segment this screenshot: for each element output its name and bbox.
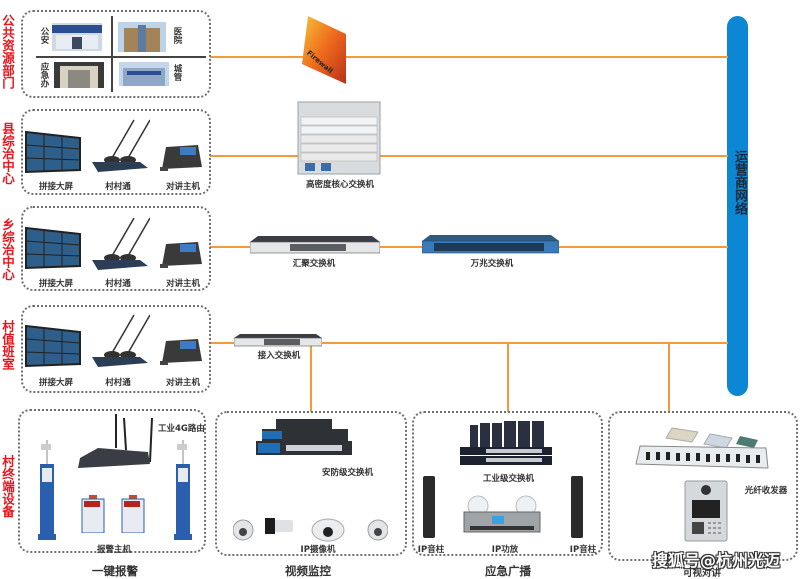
tier-label-terminal: 村终端设备 <box>0 455 15 518</box>
site-label-city-management: 城管 <box>172 64 182 81</box>
county-caption-village-broadcast: 村村通 <box>105 182 131 192</box>
village-caption-intercom-host: 对讲主机 <box>165 378 200 388</box>
public-departments-box <box>21 10 211 98</box>
county-caption-video-wall: 拼接大屏 <box>38 182 73 192</box>
link-drop-broadcast <box>507 344 509 412</box>
emergency-office-photo <box>54 62 104 88</box>
link-village-to-backbone <box>210 342 728 344</box>
township-center-box <box>21 206 211 291</box>
security-switch-icon <box>256 419 352 455</box>
ip-speaker-left-icon <box>423 476 435 538</box>
link-county-to-backbone <box>210 155 728 157</box>
village-video-wall-icon <box>25 324 81 368</box>
ip-speaker-right-icon <box>571 476 583 538</box>
township-conference-mic-icon <box>92 217 150 270</box>
ip-camera-label: IP摄像机 <box>300 545 336 555</box>
village-conference-mic-icon <box>92 314 150 367</box>
tengig-switch-icon <box>422 235 559 254</box>
alarm-pole-right-icon <box>174 440 192 540</box>
firewall-icon: Firewall <box>302 16 346 84</box>
tengig-switch-label: 万兆交换机 <box>470 259 514 269</box>
county-center-box <box>21 109 211 195</box>
ip-speaker-right-label: IP音柱 <box>569 545 597 555</box>
fiber-transceiver-icon <box>635 427 769 469</box>
watermark-text: 搜狐号@杭州光迈 <box>652 551 781 570</box>
city-management-photo <box>119 62 169 86</box>
county-intercom-phone-icon <box>160 145 202 171</box>
site-label-hospital: 医院 <box>172 27 182 44</box>
alarm-host-right-icon <box>121 495 145 533</box>
broadcast-section-title: 应急广播 <box>485 564 531 578</box>
village-intercom-phone-icon <box>160 339 202 365</box>
ip-amplifier-icon <box>463 495 541 533</box>
ip-speaker-left-label: IP音柱 <box>417 545 445 555</box>
industrial-switch-label: 工业级交换机 <box>483 474 535 484</box>
broadcast-section-box <box>412 411 603 556</box>
access-switch-label: 接入交换机 <box>257 351 301 361</box>
ip-camera-icons <box>233 518 388 542</box>
quadrant-divider-v <box>111 16 113 92</box>
site-label-emergency-office: 应急办 <box>39 62 49 88</box>
police-station-photo <box>52 23 102 51</box>
link-public-to-backbone <box>210 56 728 58</box>
aggregation-switch-label: 汇聚交换机 <box>292 259 336 269</box>
county-caption-intercom-host: 对讲主机 <box>165 182 200 192</box>
alarm-section-title: 一键报警 <box>92 564 138 578</box>
tier-label-township: 乡综治中心 <box>0 218 15 281</box>
industrial-switch-icon <box>460 421 552 465</box>
fiber-transceiver-label: 光纤收发器 <box>744 486 788 496</box>
security-switch-label: 安防级交换机 <box>322 468 374 478</box>
video-door-station-icon <box>684 480 728 542</box>
county-video-wall-icon <box>25 130 81 174</box>
township-intercom-phone-icon <box>160 242 202 268</box>
site-label-police: 公安 <box>39 27 49 44</box>
carrier-network-label: 运营商网络 <box>732 150 747 215</box>
ip-amplifier-label: IP功放 <box>491 545 519 555</box>
link-drop-video <box>310 344 312 412</box>
township-caption-intercom-host: 对讲主机 <box>165 279 200 289</box>
video-section-box <box>215 411 407 556</box>
township-video-wall-icon <box>25 226 81 270</box>
quadrant-divider-h <box>36 56 206 58</box>
core-switch-icon <box>297 101 381 175</box>
alarm-host-label: 报警主机 <box>96 545 131 555</box>
alarm-pole-left-icon <box>38 440 56 540</box>
tier-label-village: 村值班室 <box>0 320 15 370</box>
core-switch-label: 高密度核心交换机 <box>305 180 374 190</box>
hospital-photo <box>118 22 166 52</box>
aggregation-switch-icon <box>250 236 380 254</box>
intercom-section-box <box>608 411 798 561</box>
village-caption-video-wall: 拼接大屏 <box>38 378 73 388</box>
router-label: 工业4G路由 <box>158 424 205 434</box>
township-caption-video-wall: 拼接大屏 <box>38 279 73 289</box>
intercom-section-title: 可视对讲 <box>682 568 721 579</box>
alarm-host-left-icon <box>81 495 105 533</box>
village-duty-room-box <box>21 305 211 393</box>
access-switch-icon <box>234 334 322 347</box>
tier-label-county: 县综治中心 <box>0 122 15 185</box>
industrial-4g-router-icon <box>78 414 153 468</box>
alarm-section-box <box>18 409 206 553</box>
township-caption-village-broadcast: 村村通 <box>105 279 131 289</box>
county-conference-mic-icon <box>92 119 150 172</box>
village-caption-village-broadcast: 村村通 <box>105 378 131 388</box>
carrier-network-backbone <box>727 16 748 396</box>
link-drop-intercom <box>668 344 670 412</box>
tier-label-public: 公共资源部门 <box>0 14 15 89</box>
video-section-title: 视频监控 <box>285 564 331 578</box>
